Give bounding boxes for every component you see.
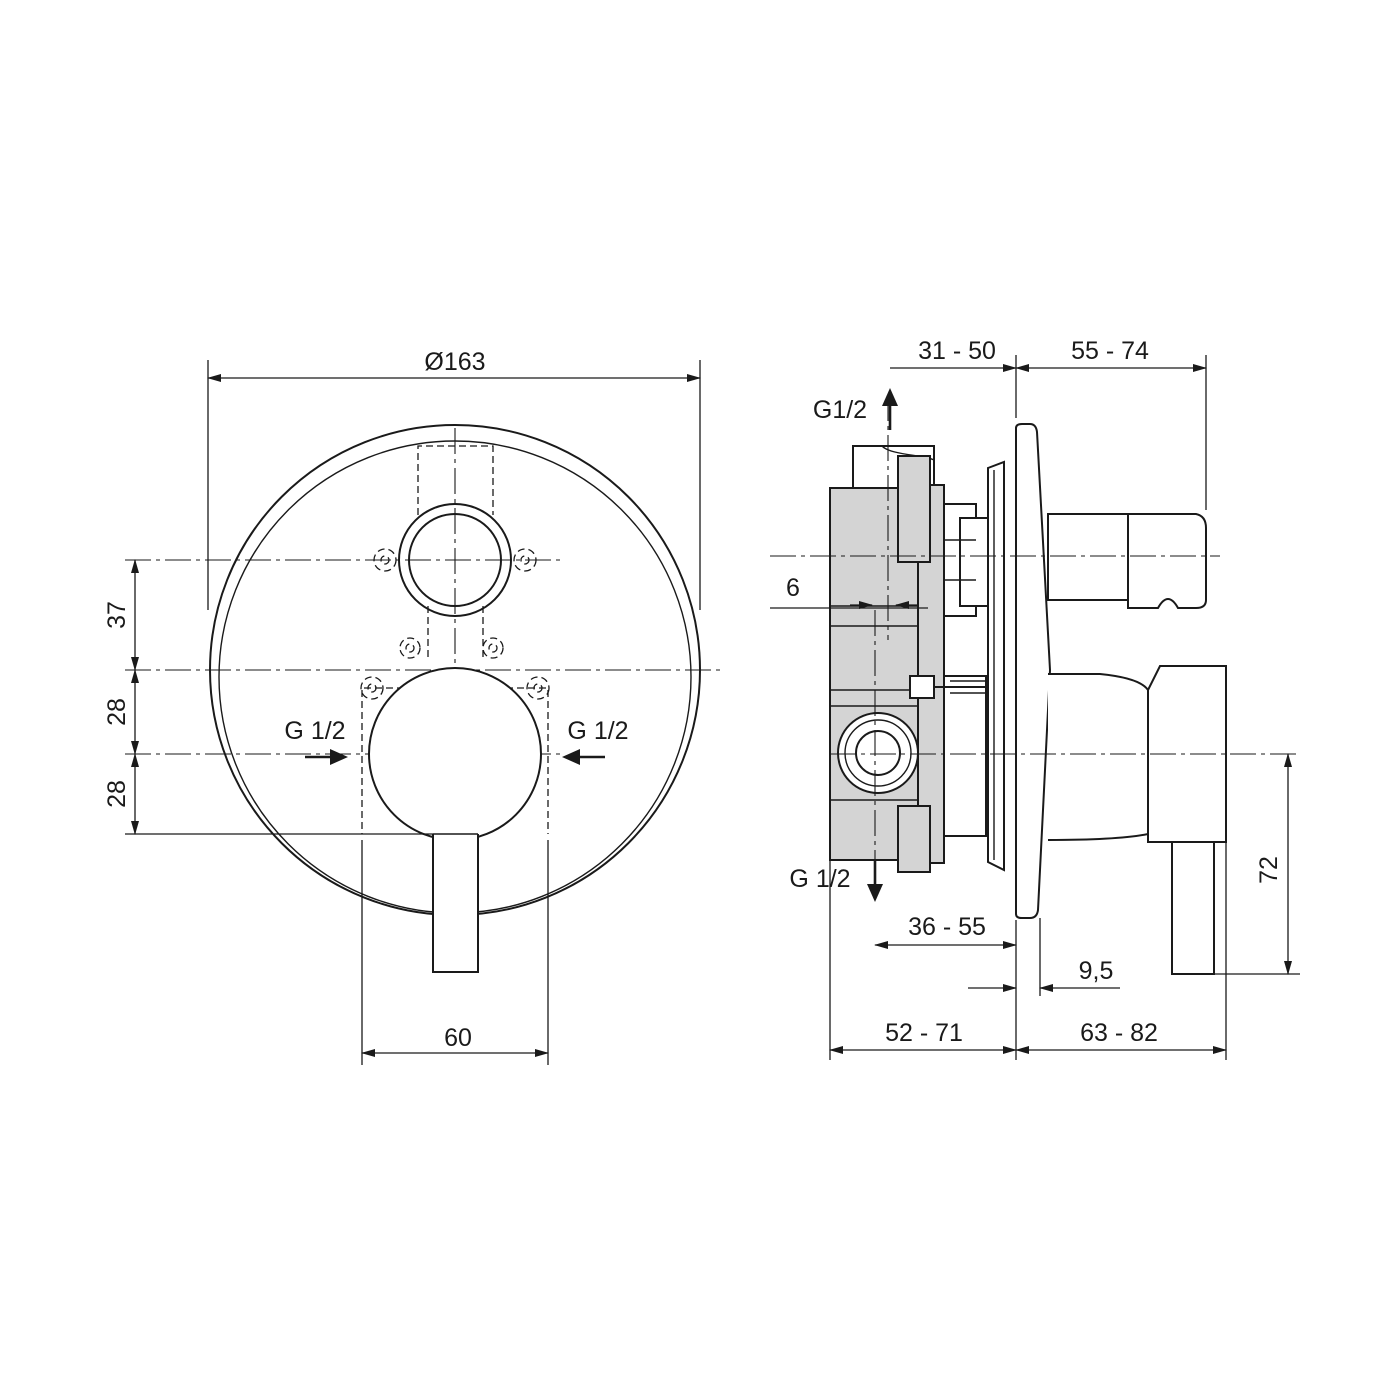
label-63-82: 63 - 82 [1080,1019,1158,1047]
hidden-valve-body [360,445,550,834]
handle-body [1047,673,1149,841]
label-31-50: 31 - 50 [918,337,996,365]
label-dim-28-upper: 28 [103,698,131,726]
clamp-bottom [897,805,931,873]
label-55-74: 55 - 74 [1071,337,1149,365]
screw-head [909,675,935,699]
label-g12-bottom: G 1/2 [789,865,850,893]
handle-lever-side [1171,841,1215,975]
diverter-stem [1047,513,1131,601]
mixer-handle-lever [432,834,479,973]
mixer-handle-knob [368,667,542,841]
label-diameter: Ø163 [424,348,485,376]
label-52-71: 52 - 71 [885,1019,963,1047]
side-view: 31 - 50 55 - 74 G1/2 6 G 1/2 36 - 55 9,5… [770,337,1300,1060]
label-dim-60: 60 [444,1024,472,1052]
label-inlet-right: G 1/2 [567,717,628,745]
diverter-ring-inner [408,513,502,607]
label-36-55: 36 - 55 [908,913,986,941]
front-view: Ø163 37 28 28 60 G 1/2 G 1/2 [103,348,722,1065]
label-6: 6 [786,574,800,602]
label-g12-top: G1/2 [813,396,867,424]
side-inlet-inner [855,730,901,776]
label-9-5: 9,5 [1079,957,1114,985]
clamp-top [897,455,931,563]
cartridge-lower [943,675,987,837]
label-72: 72 [1255,856,1283,884]
label-dim-37: 37 [103,601,131,629]
threaded-sleeve [987,460,1005,872]
label-dim-28-lower: 28 [103,780,131,808]
cover-plate-profile [1015,423,1052,919]
diverter-knob [1127,513,1207,609]
diverter-ring-outer [398,503,512,617]
label-inlet-left: G 1/2 [284,717,345,745]
